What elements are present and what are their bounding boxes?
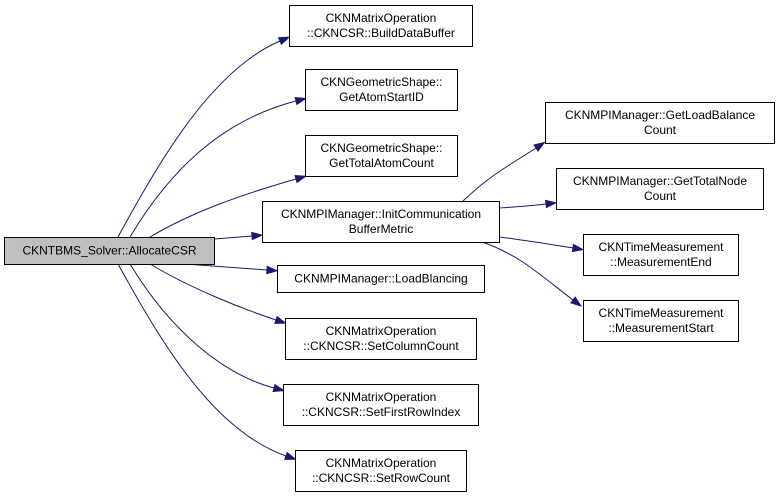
node-set-first-row-index[interactable]: CKNMatrixOperation::CKNCSR::SetFirstRowI… [283, 384, 479, 426]
edge-root-to-build-data-buffer [117, 36, 291, 238]
arrowhead-icon [277, 36, 291, 46]
edge-line [462, 147, 537, 202]
node-label-line: BufferMetric [349, 222, 413, 236]
edge-line [117, 263, 287, 457]
edge-root-to-init-communication [213, 231, 264, 241]
edge-line [129, 263, 275, 389]
node-set-row-count[interactable]: CKNMatrixOperation::CKNCSR::SetRowCount [295, 450, 467, 492]
edge-root-to-get-total-atom-count [149, 174, 308, 238]
node-box[interactable] [262, 201, 500, 243]
node-box[interactable] [556, 168, 764, 210]
node-label-line: GetAtomStartID [339, 90, 424, 104]
arrowhead-icon [533, 141, 546, 152]
node-label-line: CKNMatrixOperation [326, 324, 437, 338]
node-label-line: CKNGeometricShape:: [320, 75, 442, 89]
node-label-line: CKNMPIManager::GetTotalNode [573, 174, 747, 188]
node-label-line: ::MeasurementEnd [610, 255, 711, 269]
node-label-line: ::CKNCSR::SetRowCount [312, 471, 451, 485]
edge-root-to-set-row-count [117, 263, 297, 460]
edge-root-to-set-first-row-index [129, 263, 286, 393]
edge-root-to-set-column-count [149, 263, 287, 324]
edge-line [117, 40, 281, 238]
arrowhead-icon [266, 265, 279, 275]
node-label-line: CKNMPIManager::InitCommunication [281, 207, 481, 221]
node-measurement-end[interactable]: CKNTimeMeasurement::MeasurementEnd [583, 234, 739, 276]
edge-line [481, 241, 574, 301]
edge-line [149, 178, 297, 238]
node-box[interactable] [285, 318, 477, 360]
edge-line [498, 236, 574, 249]
arrowhead-icon [569, 296, 583, 307]
node-box[interactable] [545, 102, 775, 144]
arrowhead-icon [274, 315, 287, 324]
node-label-line: CKNTimeMeasurement [599, 240, 725, 254]
node-box[interactable] [4, 237, 215, 265]
arrowhead-icon [571, 243, 585, 253]
edge-line [213, 235, 253, 240]
node-box[interactable] [289, 5, 473, 47]
edge-root-to-load-blancing [185, 263, 279, 275]
node-box[interactable] [295, 450, 467, 492]
arrowhead-icon [272, 383, 286, 393]
edge-line [498, 203, 547, 209]
node-label-line: CKNGeometricShape:: [320, 141, 442, 155]
arrowhead-icon [251, 231, 264, 241]
node-label-line: CKNMatrixOperation [326, 390, 437, 404]
node-init-communication[interactable]: CKNMPIManager::InitCommunicationBufferMe… [262, 201, 500, 243]
node-build-data-buffer[interactable]: CKNMatrixOperation::CKNCSR::BuildDataBuf… [289, 5, 473, 47]
arrowhead-icon [294, 174, 308, 184]
node-box[interactable] [283, 384, 479, 426]
edge-init-communication-to-measurement-end [498, 236, 585, 253]
node-box[interactable] [583, 300, 739, 342]
edge-root-to-get-atom-start-id [129, 96, 308, 238]
node-get-total-atom-count[interactable]: CKNGeometricShape::GetTotalAtomCount [305, 135, 458, 177]
node-label-line: CKNTimeMeasurement [599, 306, 725, 320]
node-measurement-start[interactable]: CKNTimeMeasurement::MeasurementStart [583, 300, 739, 342]
node-label-line: CKNMatrixOperation [326, 456, 437, 470]
node-label-line: ::CKNCSR::SetFirstRowIndex [302, 405, 461, 419]
node-box[interactable] [277, 265, 485, 293]
node-set-column-count[interactable]: CKNMatrixOperation::CKNCSR::SetColumnCou… [285, 318, 477, 360]
arrowhead-icon [294, 96, 308, 106]
nodes-layer: CKNTBMS_Solver::AllocateCSRCKNMatrixOper… [4, 5, 775, 492]
edge-line [149, 263, 277, 321]
node-box[interactable] [305, 69, 458, 111]
node-label-line: CKNMPIManager::GetLoadBalance [565, 108, 755, 122]
node-root[interactable]: CKNTBMS_Solver::AllocateCSR [4, 237, 215, 265]
edge-init-communication-to-get-load-balance-count [462, 141, 546, 202]
node-box[interactable] [583, 234, 739, 276]
node-label-line: ::MeasurementStart [608, 321, 714, 335]
edge-init-communication-to-measurement-start [481, 241, 583, 307]
node-label-line: CKNTBMS_Solver::AllocateCSR [22, 244, 196, 258]
node-label-line: Count [644, 123, 677, 137]
node-get-atom-start-id[interactable]: CKNGeometricShape::GetAtomStartID [305, 69, 458, 111]
node-label-line: CKNMPIManager::LoadBlancing [294, 272, 467, 286]
arrowhead-icon [284, 451, 297, 460]
node-box[interactable] [305, 135, 458, 177]
node-label-line: Count [644, 189, 677, 203]
node-label-line: GetTotalAtomCount [329, 156, 434, 170]
arrowhead-icon [544, 199, 558, 209]
node-label-line: CKNMatrixOperation [326, 11, 437, 25]
edges-layer [117, 36, 585, 460]
edge-init-communication-to-get-total-node-count [498, 199, 558, 209]
node-label-line: ::CKNCSR::SetColumnCount [303, 339, 459, 353]
edge-line [129, 100, 297, 238]
node-label-line: ::CKNCSR::BuildDataBuffer [307, 26, 455, 40]
node-load-blancing[interactable]: CKNMPIManager::LoadBlancing [277, 265, 485, 293]
